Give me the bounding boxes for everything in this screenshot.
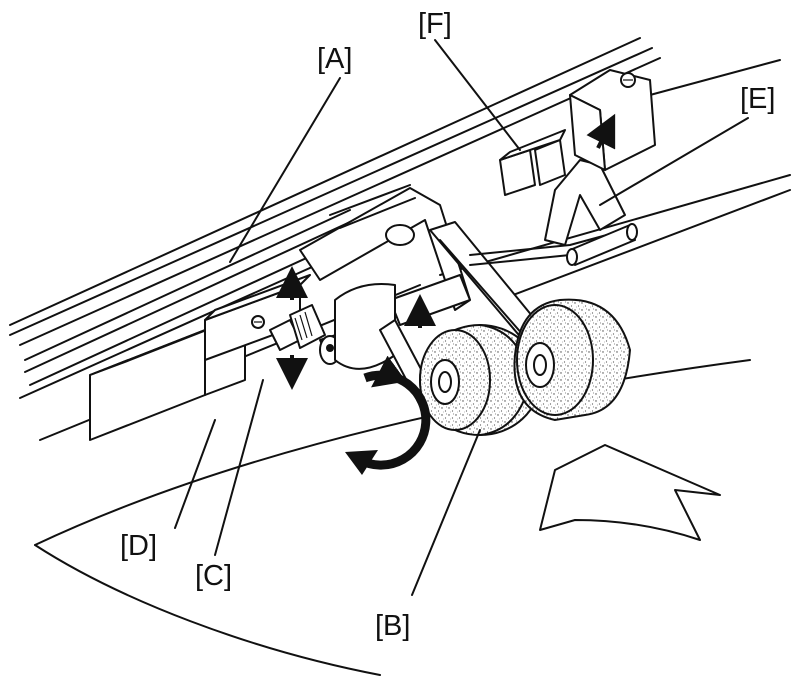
- actuator-f: [499, 129, 566, 196]
- label-c: [C]: [195, 560, 232, 592]
- spring-link: [469, 223, 638, 266]
- paper-edge-curve: [34, 544, 381, 676]
- label-e: [E]: [740, 83, 775, 115]
- leader-lines: [174, 39, 749, 596]
- label-d: [D]: [120, 530, 157, 562]
- label-a: [A]: [317, 43, 352, 75]
- upper-arm: [299, 184, 471, 311]
- top-right-bracket: [569, 69, 656, 171]
- rotation-arrow: [345, 370, 431, 475]
- sensor-c: [269, 304, 326, 351]
- feed-direction-arrow: [539, 444, 721, 541]
- bracket-d: [204, 274, 311, 361]
- label-b: [B]: [375, 610, 410, 642]
- separation-roller: [513, 298, 632, 422]
- movement-arrows: [276, 113, 616, 390]
- label-f: [F]: [418, 8, 452, 40]
